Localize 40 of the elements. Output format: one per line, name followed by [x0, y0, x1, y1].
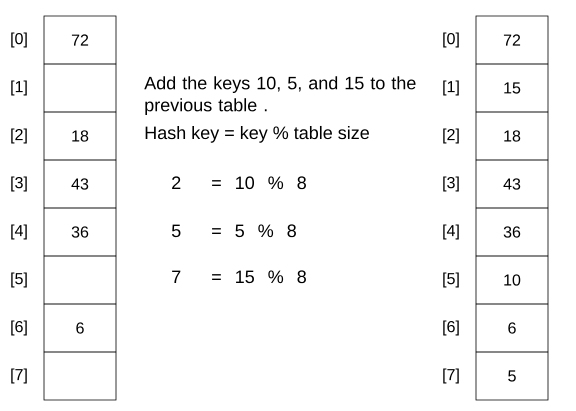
table-cell: 72 [476, 16, 548, 64]
index-label: [3] [443, 176, 459, 192]
index-label: [3] [11, 176, 27, 192]
hash-value: 2 [172, 176, 180, 189]
index-label: [7] [443, 368, 459, 384]
modulo-expression: = 10 % 8 [212, 176, 306, 190]
table-cell: 72 [44, 16, 116, 64]
index-label: [2] [443, 128, 459, 144]
index-label: [4] [443, 224, 459, 240]
table-cell [44, 256, 116, 304]
index-label: [2] [11, 128, 27, 144]
table-cell: 36 [44, 208, 116, 256]
instruction-text: Add the keys 10, 5, and 15 to the previous table . [144, 76, 416, 115]
index-label: [0] [443, 32, 459, 48]
modulo-expression: = 5 % 8 [212, 224, 296, 238]
table-cell: 18 [476, 112, 548, 160]
index-label: [0] [11, 32, 27, 48]
index-label: [6] [443, 320, 459, 336]
table-cell: 43 [476, 160, 548, 208]
table-cell: 10 [476, 256, 548, 304]
table-cell [44, 64, 116, 112]
table-cell: 5 [476, 352, 548, 400]
index-label: [5] [11, 272, 27, 288]
index-label: [4] [11, 224, 27, 240]
index-label: [6] [11, 320, 27, 336]
table-cell: 6 [476, 304, 548, 352]
table-cell: 15 [476, 64, 548, 112]
index-label: [1] [443, 80, 459, 96]
hash-value: 5 [172, 224, 180, 238]
modulo-expression: = 15 % 8 [212, 270, 306, 284]
index-label: [5] [443, 272, 459, 288]
table-cell [44, 352, 116, 400]
index-label: [1] [11, 80, 27, 96]
table-cell: 18 [44, 112, 116, 160]
table-cell: 36 [476, 208, 548, 256]
table-cell: 43 [44, 160, 116, 208]
table-cell: 6 [44, 304, 116, 352]
hash-value: 7 [172, 270, 180, 283]
index-label: [7] [11, 368, 27, 384]
formula-text: Hash key = key % table size [146, 126, 369, 143]
